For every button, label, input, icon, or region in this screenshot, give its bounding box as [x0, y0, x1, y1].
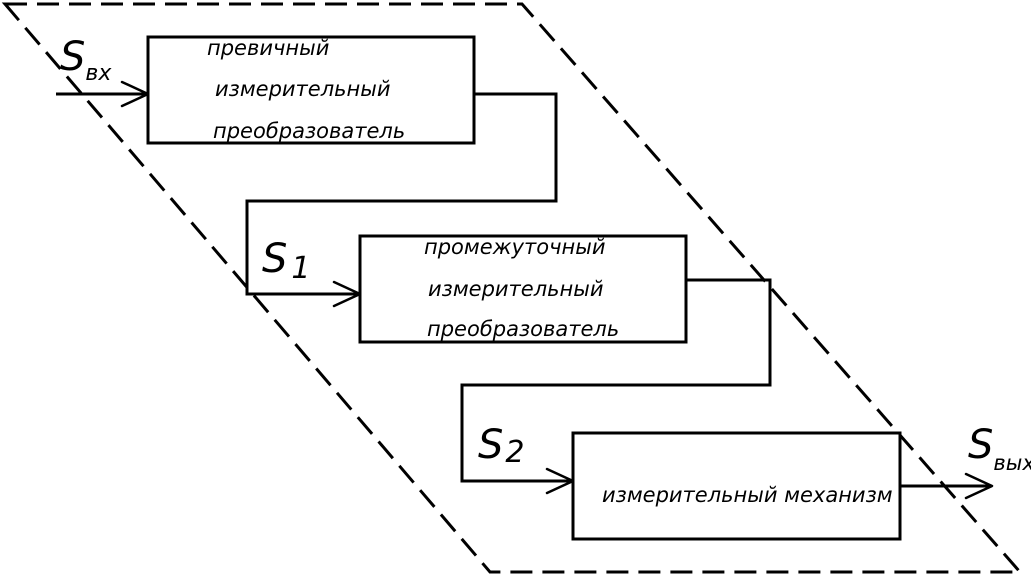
intermediate-line2: измерительный [428, 277, 603, 301]
signal-label-output: Sвых [968, 422, 1031, 475]
primary-transducer-block: превичный измерительный преобразователь [146, 35, 476, 145]
signal-label-input: Sвх [60, 34, 112, 86]
measuring-mechanism-block: измерительный механизм [571, 431, 902, 541]
primary-line3: преобразователь [213, 119, 405, 143]
intermediate-line1: промежуточный [424, 235, 605, 259]
primary-line1: превичный [207, 36, 329, 60]
output-arrow [900, 472, 994, 500]
mechanism-line1: измерительный механизм [602, 483, 893, 507]
signal-label-s2: S2 [478, 422, 524, 470]
primary-line2: измерительный [215, 77, 390, 101]
intermediate-line3: преобразователь [427, 317, 619, 341]
intermediate-transducer-block: промежуточный измерительный преобразоват… [358, 234, 688, 344]
